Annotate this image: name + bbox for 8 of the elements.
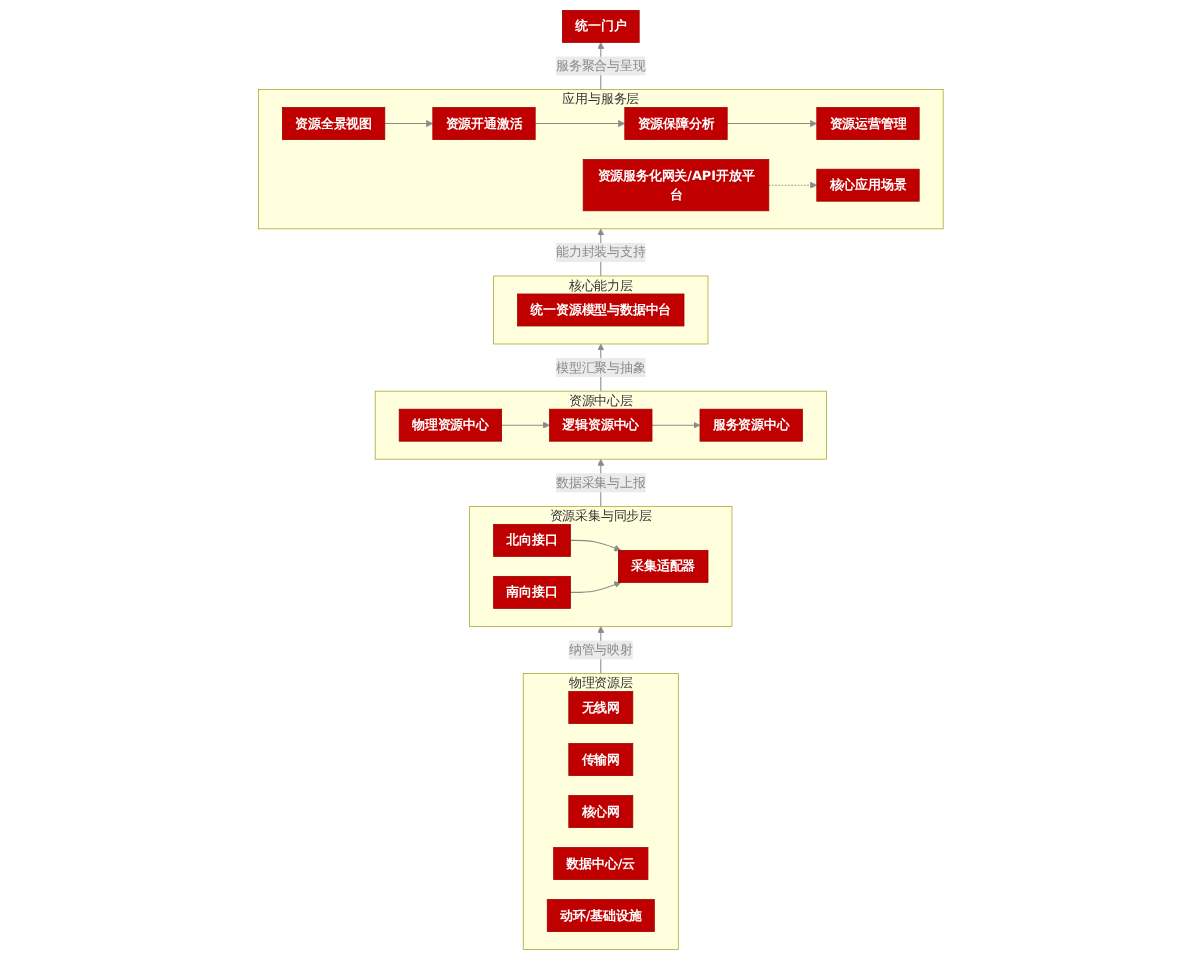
arrow [569,581,621,593]
arrow [767,181,817,189]
arrow [650,421,700,429]
arrow [383,120,433,128]
arrow [500,421,550,429]
arrow [725,120,817,128]
arrow [569,539,621,552]
arrow [533,120,625,128]
